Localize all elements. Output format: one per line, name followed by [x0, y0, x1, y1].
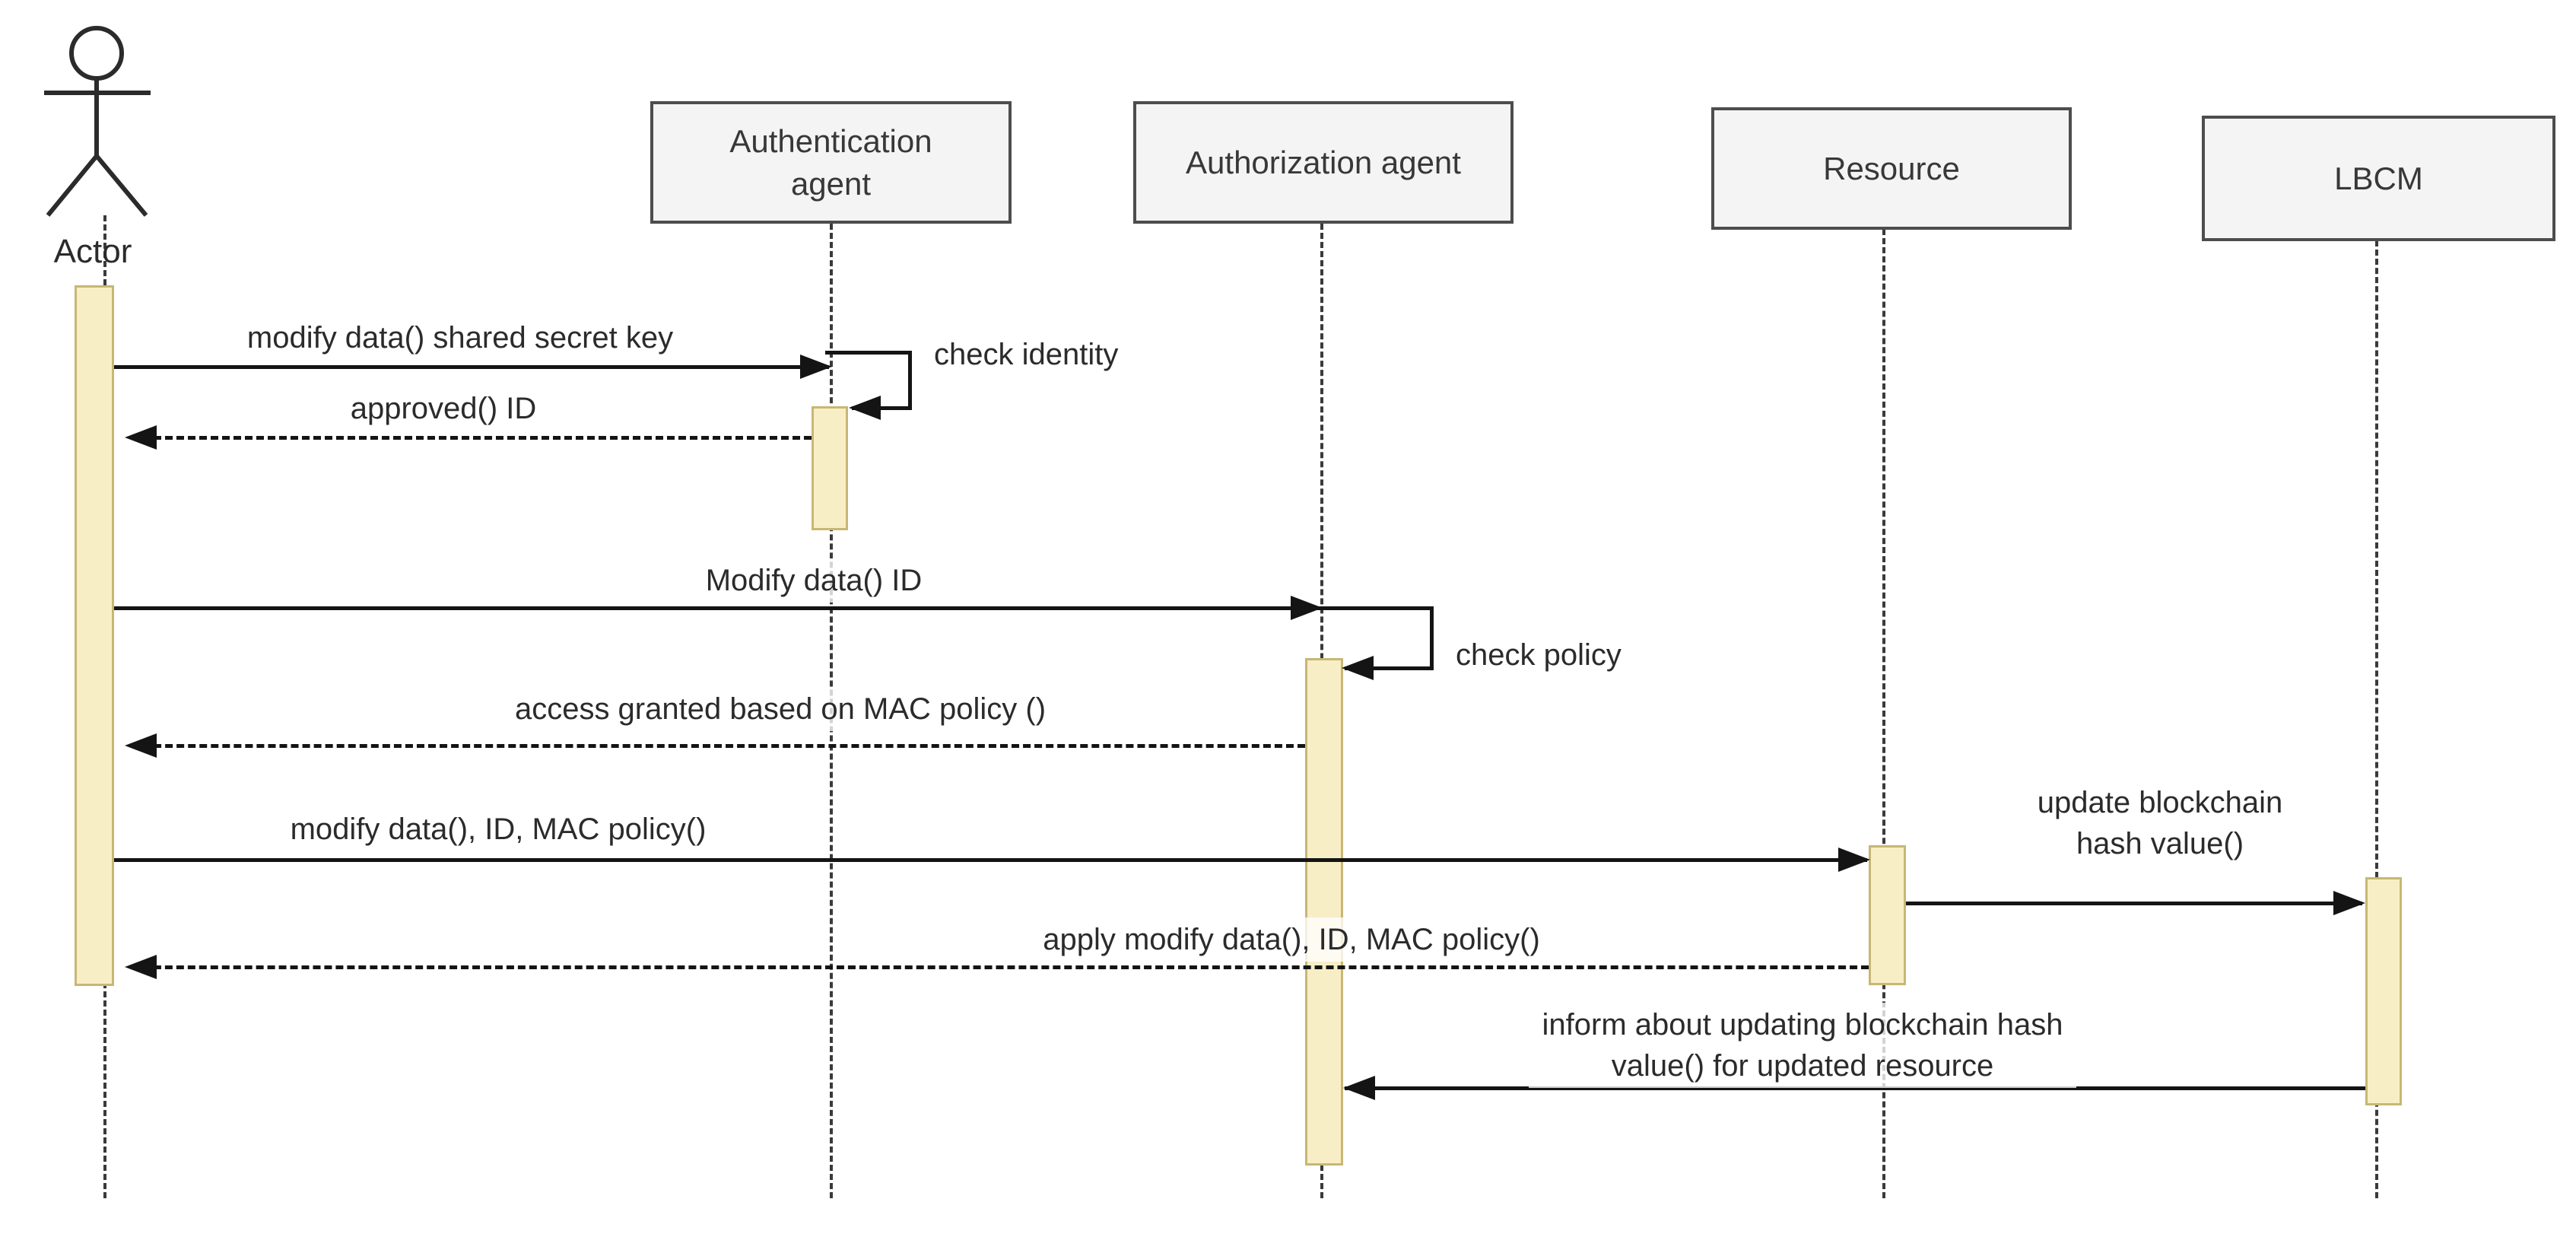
arrowhead-right-icon [2333, 891, 2365, 915]
participant-box-authentication-agent: Authentication agent [650, 101, 1012, 224]
message-label-access-granted: access granted based on MAC policy () [507, 687, 1054, 731]
message-line-modify-data-id-mac-policy [114, 858, 1867, 862]
self-loop-check-policy-side [1430, 606, 1434, 670]
arrowhead-right-icon [1291, 596, 1323, 620]
message-label-check-identity: check identity [926, 332, 1126, 377]
participant-box-resource: Resource [1711, 107, 2072, 230]
message-line-approved-id [131, 436, 812, 440]
arrowhead-left-icon [125, 733, 157, 758]
message-line-access-granted [131, 744, 1305, 748]
arrowhead-left-icon [1342, 656, 1374, 680]
message-label-modify-data-shared-secret-key: modify data() shared secret key [239, 316, 681, 360]
message-label-modify-data-id: Modify data() ID [697, 558, 930, 603]
arrowhead-right-icon [1838, 848, 1870, 872]
activation-bar-actor [75, 285, 114, 986]
participant-label-authentication-agent: Authentication agent [729, 123, 932, 202]
message-label-modify-data-id-mac-policy: modify data(), ID, MAC policy() [282, 807, 714, 851]
activation-bar-resource [1869, 845, 1906, 985]
activation-bar-authentication-agent [812, 406, 848, 530]
self-loop-check-policy-bottom [1345, 666, 1434, 670]
arrowhead-left-icon [125, 955, 157, 979]
arrowhead-left-icon [849, 396, 881, 420]
arrowhead-right-icon [800, 355, 832, 379]
participant-box-lbcm: LBCM [2202, 116, 2555, 241]
message-line-modify-data-id [114, 606, 1434, 610]
actor-stick-figure-icon [44, 26, 151, 217]
message-line-inform-update [1345, 1086, 2365, 1090]
arrowhead-left-icon [1343, 1076, 1375, 1100]
message-line-apply-modify-data [131, 965, 1869, 969]
activation-bar-lbcm [2365, 877, 2402, 1105]
lifeline-lbcm [2375, 240, 2378, 1198]
participant-label-authorization-agent: Authorization agent [1186, 144, 1461, 180]
message-line-modify-data-shared-secret-key [114, 365, 829, 369]
message-label-approved-id: approved() ID [342, 386, 545, 431]
self-loop-check-identity-side [908, 351, 912, 410]
self-loop-check-identity-top [825, 351, 910, 355]
message-line-update-blockchain-hash [1906, 902, 2362, 905]
participant-label-resource: Resource [1823, 150, 1960, 186]
activation-bar-authorization-agent [1305, 658, 1343, 1166]
self-loop-check-identity-bottom [852, 406, 912, 410]
message-label-inform-update: inform about updating blockchain hash va… [1529, 1003, 2076, 1088]
lifeline-resource [1882, 229, 1885, 1198]
message-label-update-blockchain-hash: update blockchain hash value() [1993, 781, 2327, 866]
arrowhead-left-icon [125, 425, 157, 450]
message-label-apply-modify-data: apply modify data(), ID, MAC policy() [1035, 918, 1548, 962]
message-label-check-policy: check policy [1448, 633, 1629, 677]
participant-label-lbcm: LBCM [2334, 160, 2423, 196]
participant-box-authorization-agent: Authorization agent [1133, 101, 1514, 224]
participant-label-actor: Actor [53, 233, 132, 270]
